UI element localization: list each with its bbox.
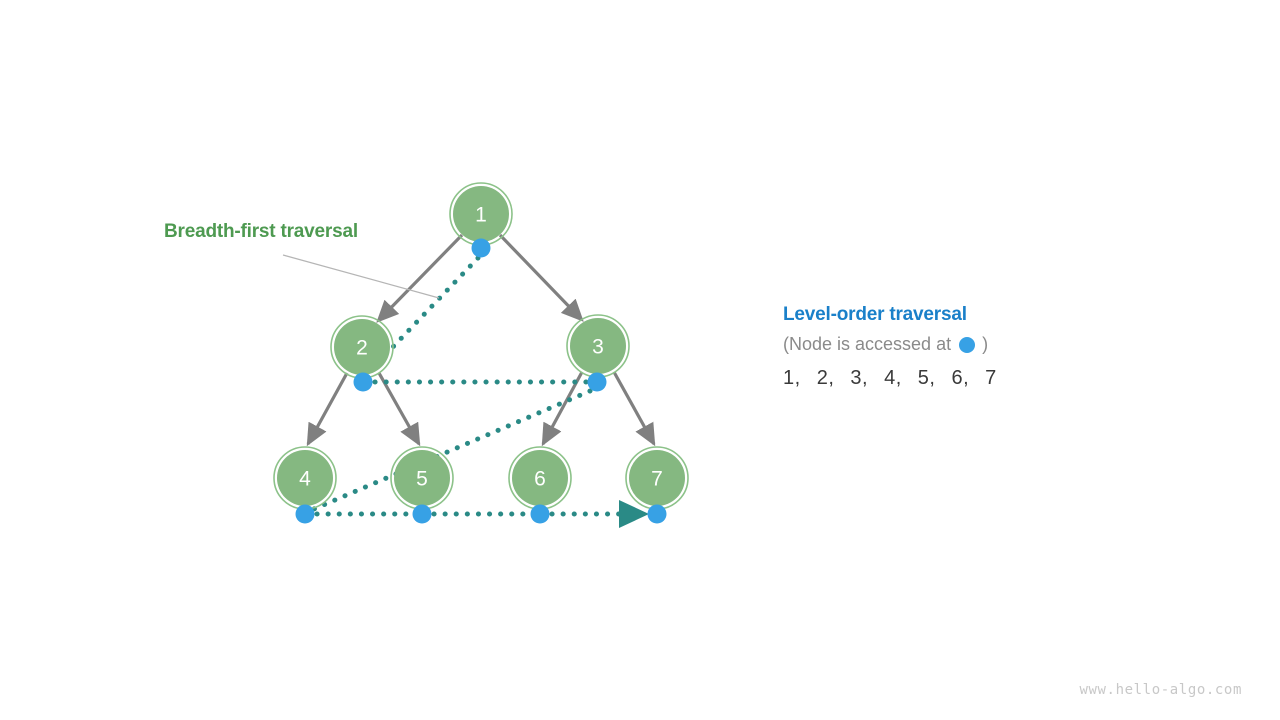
node-circle bbox=[629, 450, 685, 506]
breadth-first-traversal-label: Breadth-first traversal bbox=[164, 221, 358, 242]
sequence-comma: , bbox=[963, 367, 970, 389]
node-circle bbox=[334, 319, 390, 375]
sequence-comma: , bbox=[794, 367, 801, 389]
access-dot-node-2[interactable] bbox=[353, 372, 373, 392]
sequence-comma: , bbox=[828, 367, 835, 389]
access-dot-node-3[interactable] bbox=[587, 372, 607, 392]
legend-panel: Level-order traversal (Node is accessed … bbox=[783, 304, 1203, 390]
leader-line bbox=[282, 254, 440, 299]
edge-1-3 bbox=[498, 233, 584, 322]
panel-subtitle-suffix: ) bbox=[982, 334, 989, 354]
sequence-comma: , bbox=[862, 367, 869, 389]
node-label: 1 bbox=[475, 204, 487, 227]
edge-3-7 bbox=[612, 371, 656, 447]
traversal-sequence: 1,2,3,4,5,6,7 bbox=[783, 367, 1203, 390]
sequence-item-2: 2 bbox=[816, 367, 829, 389]
edge-2-4 bbox=[306, 372, 349, 447]
sequence-item-4: 4 bbox=[884, 367, 896, 389]
node-circle bbox=[570, 318, 626, 374]
node-label: 4 bbox=[299, 468, 311, 491]
node-circle bbox=[394, 450, 450, 506]
edge-1-2 bbox=[376, 233, 464, 323]
node-circle bbox=[453, 186, 509, 242]
panel-subtitle-prefix: (Node is accessed at bbox=[783, 334, 952, 354]
panel-subtitle: (Node is accessed at ) bbox=[783, 334, 1203, 355]
panel-title: Level-order traversal bbox=[783, 304, 967, 325]
tree-node-6[interactable]: 6 bbox=[508, 446, 572, 510]
tree-node-3[interactable]: 3 bbox=[566, 314, 630, 378]
edge-2-5 bbox=[377, 372, 421, 447]
tree-node-4[interactable]: 4 bbox=[273, 446, 337, 510]
tree-node-7[interactable]: 7 bbox=[625, 446, 689, 510]
node-label: 5 bbox=[416, 468, 428, 491]
sequence-comma: , bbox=[895, 367, 902, 389]
sequence-item-6: 6 bbox=[951, 367, 964, 389]
node-label: 2 bbox=[356, 337, 368, 360]
node-label: 6 bbox=[534, 468, 546, 491]
node-circle bbox=[512, 450, 568, 506]
sequence-item-1: 1 bbox=[783, 367, 795, 389]
sequence-item-3: 3 bbox=[850, 367, 862, 389]
node-circle bbox=[277, 450, 333, 506]
sequence-item-5: 5 bbox=[917, 367, 930, 389]
tree-node-5[interactable]: 5 bbox=[390, 446, 454, 510]
node-label: 3 bbox=[592, 336, 604, 359]
sequence-comma: , bbox=[929, 367, 936, 389]
site-watermark: www.hello-algo.com bbox=[1079, 682, 1242, 698]
access-dot-node-1[interactable] bbox=[471, 238, 491, 258]
sequence-item-7: 7 bbox=[985, 367, 997, 389]
access-dot-node-6[interactable] bbox=[530, 504, 550, 524]
tree-node-2[interactable]: 2 bbox=[330, 315, 394, 379]
access-dot-node-7[interactable] bbox=[647, 504, 667, 524]
access-dot-node-4[interactable] bbox=[295, 504, 315, 524]
access-dot-legend-icon bbox=[959, 336, 976, 353]
node-label: 7 bbox=[651, 468, 663, 491]
tree-node-1[interactable]: 1 bbox=[449, 182, 513, 246]
tree-nodes: 1 2 3 4 5 6 7 bbox=[273, 182, 689, 510]
access-dots bbox=[295, 238, 667, 524]
access-dot-node-5[interactable] bbox=[412, 504, 432, 524]
